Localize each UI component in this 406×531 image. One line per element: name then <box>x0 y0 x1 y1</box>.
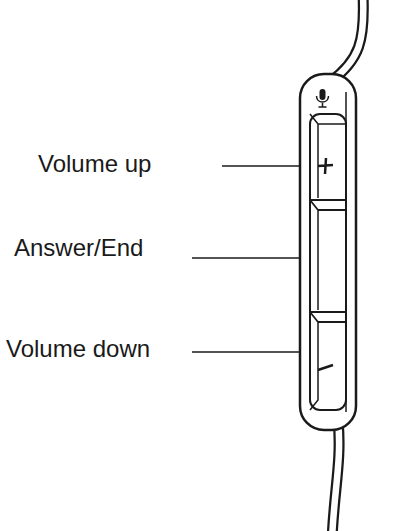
minus-symbol <box>318 365 333 370</box>
callout-label: Volume down <box>6 337 150 361</box>
button-divider <box>310 312 346 322</box>
plus-symbol <box>318 158 333 174</box>
leader-line <box>192 351 300 353</box>
leader-line <box>222 165 300 167</box>
cable <box>332 420 339 531</box>
mic-icon <box>317 89 329 107</box>
button-panel <box>310 114 346 410</box>
cable <box>330 0 363 82</box>
button-bevel <box>317 210 319 310</box>
cable-fill <box>330 0 363 82</box>
button-bevel <box>310 114 346 198</box>
leader-line <box>192 257 300 259</box>
callout-label: Answer/End <box>14 236 143 260</box>
remote-body <box>300 74 356 430</box>
cable-fill <box>332 420 339 531</box>
button-divider <box>310 200 346 210</box>
button-bevel <box>310 322 318 410</box>
callout-label: Volume up <box>38 152 151 176</box>
